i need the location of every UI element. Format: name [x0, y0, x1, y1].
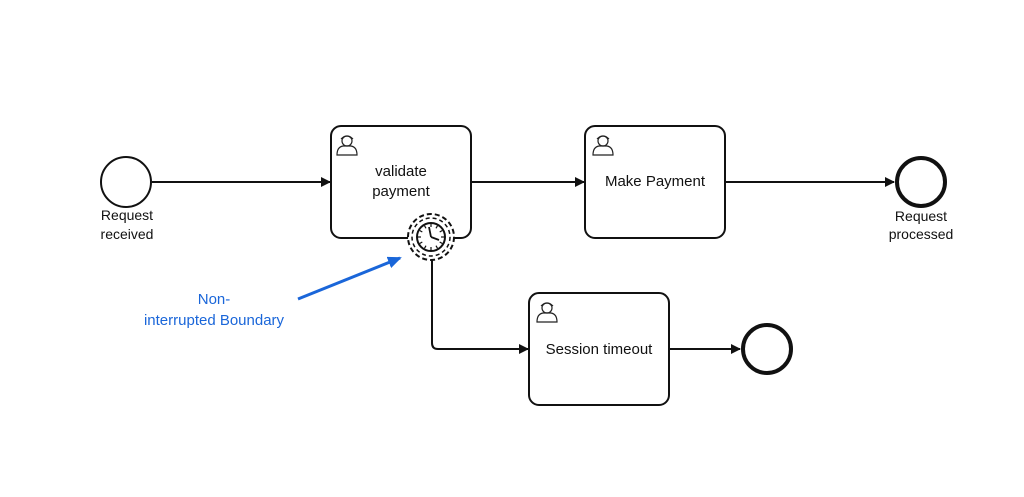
- end-event-label-line2: processed: [889, 226, 954, 242]
- task-validate-payment[interactable]: [330, 125, 472, 239]
- task-make-payment-label: Make Payment: [605, 173, 706, 190]
- annotation-arrow: [297, 256, 402, 301]
- start-event-label-line1: Request: [101, 207, 153, 223]
- flow-timer-to-session-timeout[interactable]: [431, 259, 529, 354]
- boundary-timer-event[interactable]: [407, 213, 455, 261]
- annotation-line1: Non-: [198, 291, 231, 308]
- annotation-line2: interrupted Boundary: [144, 312, 285, 329]
- end-event-timeout[interactable]: [741, 323, 793, 375]
- clock-icon: [416, 222, 446, 252]
- task-validate-label-line2: payment: [372, 183, 430, 200]
- start-event[interactable]: [100, 156, 152, 208]
- end-event-request-processed[interactable]: [895, 156, 947, 208]
- task-make-payment[interactable]: [584, 125, 726, 239]
- task-session-timeout-label: Session timeout: [546, 341, 654, 358]
- task-validate-label-line1: validate: [375, 163, 427, 180]
- task-session-timeout[interactable]: [528, 292, 670, 406]
- end-event-label-line1: Request: [895, 208, 947, 224]
- start-event-label-line2: received: [101, 226, 154, 242]
